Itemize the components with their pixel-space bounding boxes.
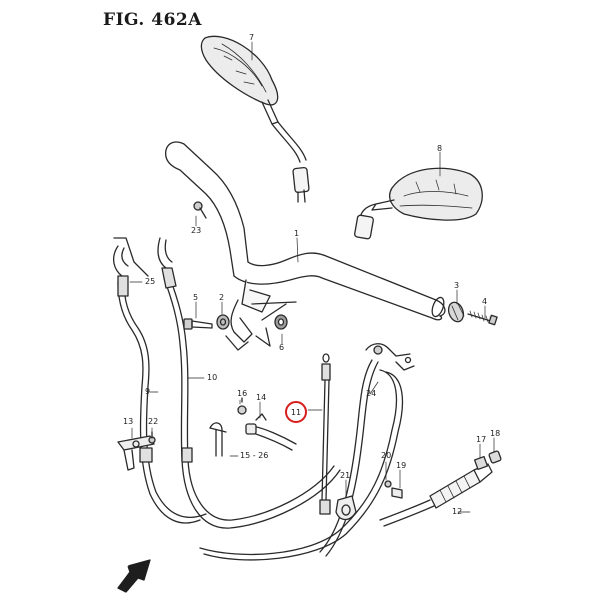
callout-4-handlebar: 1 [294,229,300,238]
right-mirror [354,167,483,240]
clamp-19-20 [384,480,403,499]
callout-20: 20 [381,451,392,460]
callout-18: 18 [490,429,501,438]
handlebar [164,141,446,351]
callout-23-top: 23 [191,226,202,235]
fwd-arrow [117,559,151,593]
callout-12: 12 [452,507,463,516]
callout-25: 25 [145,277,156,286]
clutch-cable-11 [319,353,331,515]
nut-6 [274,314,288,330]
bolt-23-top [193,201,207,219]
throttle-cable-9 [112,245,207,524]
clamp-13 [117,435,155,471]
cable-adjuster-12 [379,463,493,527]
nut-17-18 [473,450,502,471]
callout-5: 5 [193,293,199,302]
leader-lines [129,41,495,513]
callout-17: 17 [476,435,487,444]
bar-end-weight [447,301,465,323]
figure-title: FIG. 462A [103,10,202,30]
callout-19: 19 [396,461,407,470]
callout-15-26: 15 - 26 [240,451,269,460]
bar-end-screw [467,310,498,326]
callout-6: 6 [279,343,285,352]
cable-24 [199,343,415,561]
callout-21: 21 [340,471,351,480]
throttle-cable-10 [157,237,341,529]
bolt-5 [183,318,213,330]
callout-7: 7 [249,33,255,42]
bracket-top-left [113,237,149,277]
callout-16: 16 [237,389,248,398]
clamp-16 [237,397,247,415]
callout-10: 10 [207,373,218,382]
cable-guide-14 [245,413,297,451]
washer-2 [216,314,230,330]
callout-2: 2 [219,293,225,302]
callout-22: 22 [148,417,159,426]
clamp-21 [335,495,357,521]
callout-14: 14 [256,393,267,402]
callout-11-highlighted: 11 [285,401,307,423]
callout-9: 9 [145,387,151,396]
callout-4: 4 [482,297,488,306]
callout-13: 13 [123,417,134,426]
clamp-15-26 [209,422,227,457]
callout-24: 24 [366,389,377,398]
callout-3: 3 [454,281,460,290]
callout-8: 8 [437,144,443,153]
left-mirror [200,35,310,203]
